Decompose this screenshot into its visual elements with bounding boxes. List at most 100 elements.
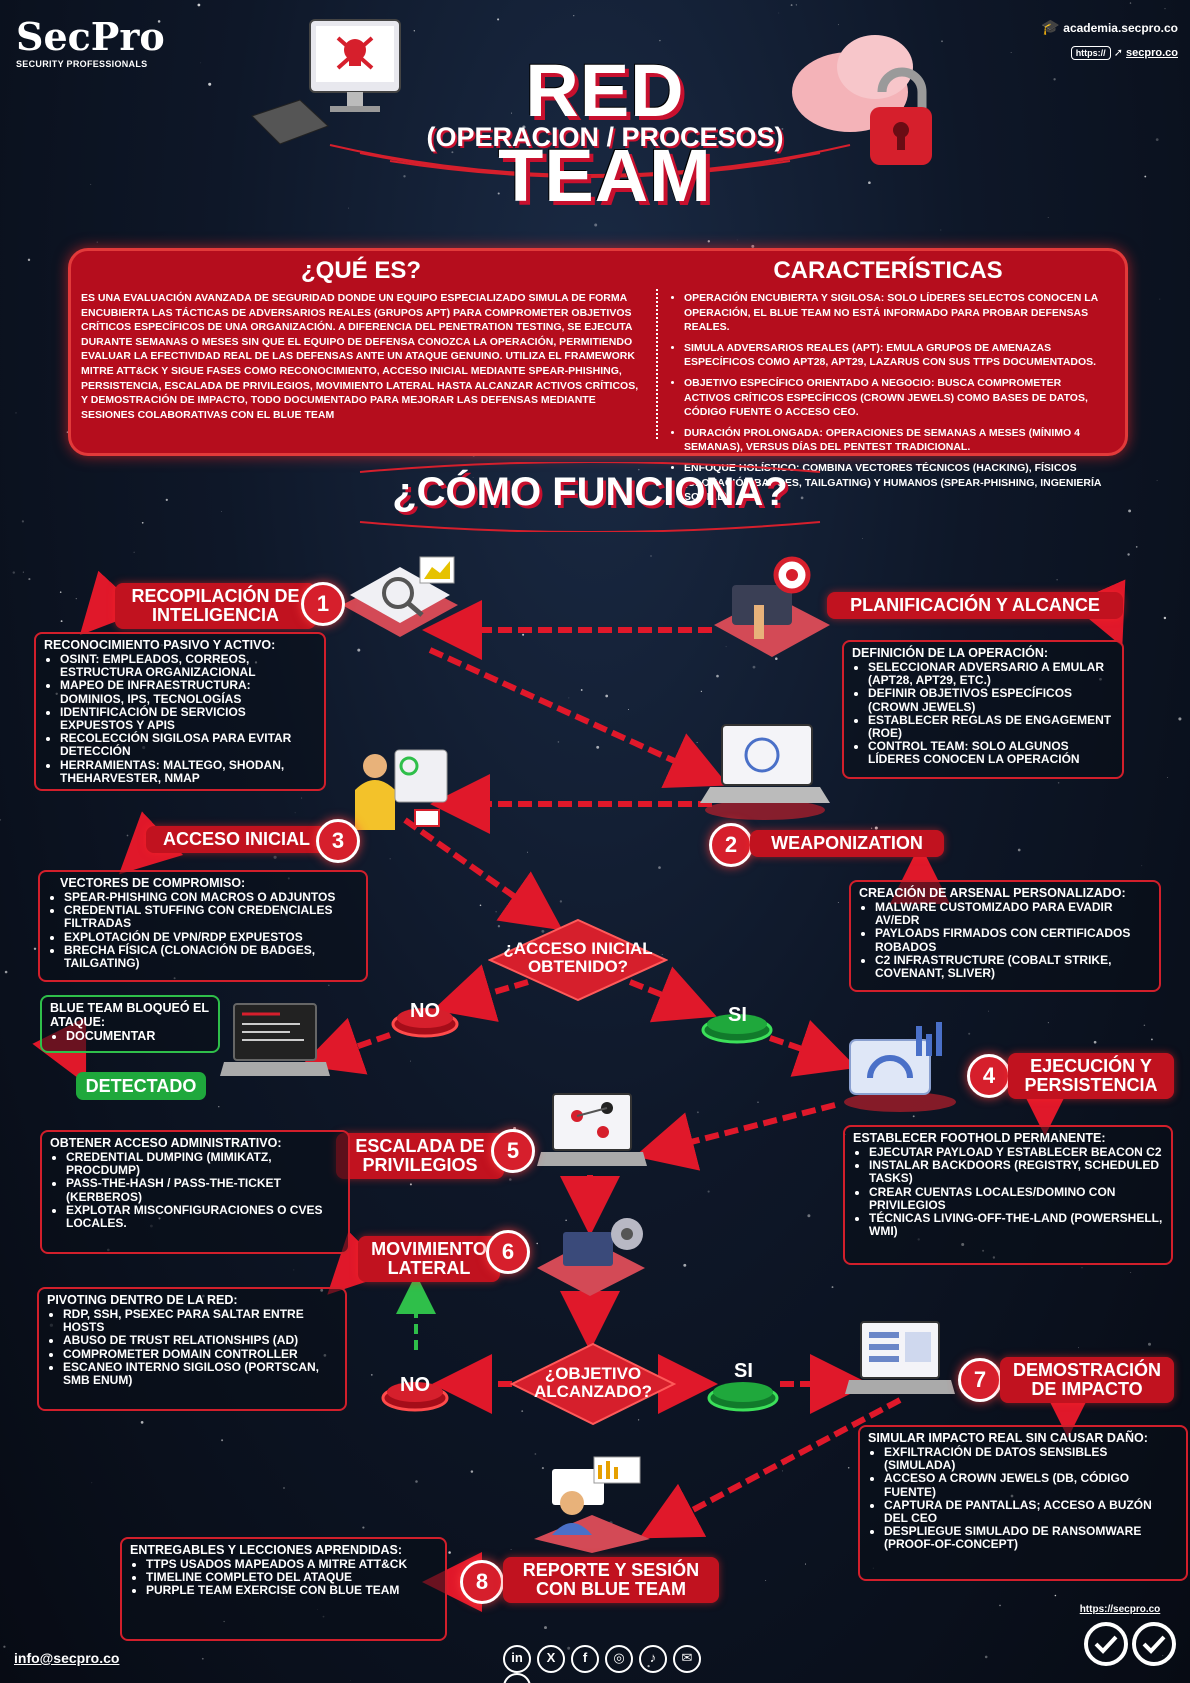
star <box>912 1115 915 1118</box>
page-title: RED TEAM <box>498 49 712 217</box>
intro-panel: ¿QUÉ ES? ES UNA EVALUACIÓN AVANZADA DE S… <box>68 248 1128 503</box>
what-title: ¿QUÉ ES? <box>300 257 421 284</box>
academy-link-text: academia.secpro.co <box>1063 21 1178 35</box>
header-glow-arcs <box>329 144 851 178</box>
star <box>157 20 161 23</box>
star <box>1130 1272 1132 1274</box>
star <box>27 258 31 262</box>
star <box>1128 509 1132 513</box>
step-5-number: 5 <box>491 1129 535 1173</box>
star <box>999 1604 1001 1607</box>
decision-2-question: ¿OBJETIVO ALCANZADO? <box>533 1364 653 1401</box>
star <box>868 181 871 185</box>
star <box>716 674 719 678</box>
list-item: SPEAR-PHISHING CON MACROS O ADJUNTOS <box>64 890 358 904</box>
arrow-label6-to-box <box>327 1231 391 1295</box>
step-1-box: RECONOCIMIENTO PASIVO Y ACTIVO: OSINT: E… <box>34 632 326 791</box>
graduation-cap-icon: 🎓 <box>1041 19 1060 36</box>
blocked-list: DOCUMENTAR <box>50 1029 210 1043</box>
cursor-icon: ➚ <box>1113 47 1123 59</box>
site-link[interactable]: https:// ➚ secpro.co <box>1018 46 1178 60</box>
list-item: INSTALAR BACKDOORS (REGISTRY, SCHEDULED … <box>869 1159 1163 1186</box>
list-item: DEFINIR OBJETIVOS ESPECÍFICOS (CROWN JEW… <box>868 687 1114 714</box>
top-links: 🎓 academia.secpro.co https:// ➚ secpro.c… <box>1018 18 1178 60</box>
yes-label-2: SI <box>734 1360 753 1382</box>
footer-email[interactable]: info@secpro.co <box>14 1650 120 1666</box>
instagram-icon[interactable]: ◎ <box>605 1645 633 1673</box>
star <box>201 1657 204 1660</box>
x-icon[interactable]: X <box>537 1645 565 1673</box>
list-item: TIMELINE COMPLETO DEL ATAQUE <box>146 1571 437 1584</box>
step-2-label: WEAPONIZATION <box>750 830 944 857</box>
list-item: ABUSO DE TRUST RELATIONSHIPS (AD) <box>63 1334 337 1347</box>
target-planning-icon <box>714 556 830 657</box>
star <box>736 239 738 241</box>
star <box>580 689 583 691</box>
step-3-box-title: VECTORES DE COMPROMISO: <box>60 876 246 890</box>
star <box>472 477 474 479</box>
star <box>661 954 663 955</box>
footer-site-link[interactable]: https://secpro.co <box>1079 1604 1161 1615</box>
step-4-number: 4 <box>967 1054 1011 1098</box>
github-icon[interactable]: ● <box>503 1673 531 1683</box>
star <box>140 1421 144 1424</box>
star <box>871 827 873 829</box>
star <box>1143 1024 1146 1027</box>
list-item: EJECUTAR PAYLOAD Y ESTABLECER BEACON C2 <box>869 1145 1163 1159</box>
facebook-icon[interactable]: f <box>571 1645 599 1673</box>
star <box>1047 1022 1049 1024</box>
star <box>301 797 303 799</box>
star <box>348 207 350 209</box>
list-item: DOCUMENTAR <box>66 1029 210 1043</box>
star <box>1156 480 1158 482</box>
star <box>781 127 784 130</box>
detected-badge: DETECTADO <box>76 1072 206 1100</box>
step-8-box: ENTREGABLES Y LECCIONES APRENDIDAS: TTPS… <box>120 1537 447 1641</box>
academy-link[interactable]: 🎓 academia.secpro.co <box>1018 18 1178 36</box>
privilege-laptop-icon <box>537 1093 647 1166</box>
no-pad-1 <box>391 1008 459 1038</box>
star <box>1056 579 1058 581</box>
star <box>874 826 878 830</box>
what-section: ¿QUÉ ES? ES UNA EVALUACIÓN AVANZADA DE S… <box>81 257 641 422</box>
star <box>200 62 202 64</box>
star <box>1163 616 1167 620</box>
star <box>12 571 16 574</box>
step-5-box-title: OBTENER ACCESO ADMINISTRATIVO: <box>50 1136 282 1150</box>
star <box>775 657 778 660</box>
star <box>683 1263 687 1267</box>
star <box>133 551 135 553</box>
chat-icon[interactable]: ✉ <box>673 1645 701 1673</box>
step-2-box: CREACIÓN DE ARSENAL PERSONALIZADO: MALWA… <box>849 880 1161 992</box>
step-8-number: 8 <box>460 1560 504 1604</box>
star <box>389 858 391 860</box>
star <box>807 1214 811 1218</box>
star <box>0 819 2 821</box>
star <box>700 690 703 693</box>
star <box>557 741 560 743</box>
star <box>968 1032 971 1035</box>
blocked-title: BLUE TEAM BLOQUEÓ EL ATAQUE: <box>50 1001 209 1029</box>
tiktok-icon[interactable]: ♪ <box>639 1645 667 1673</box>
decision-2-diamond <box>510 1342 676 1426</box>
star <box>778 12 780 14</box>
star <box>15 412 17 414</box>
linkedin-icon[interactable]: in <box>503 1645 531 1673</box>
step-7-label: DEMOSTRACIÓN DE IMPACTO <box>1000 1357 1174 1403</box>
star <box>790 4 793 7</box>
star <box>293 1269 295 1271</box>
star <box>1081 1267 1083 1269</box>
what-text: ES UNA EVALUACIÓN AVANZADA DE SEGURIDAD … <box>81 292 639 421</box>
list-item: ESCANEO INTERNO SIGILOSO (PORTSCAN, SMB … <box>63 1360 337 1387</box>
list-item: CONTROL TEAM: SOLO ALGUNOS LÍDERES CONOC… <box>868 740 1114 767</box>
list-item: EXFILTRACIÓN DE DATOS SENSIBLES (SIMULAD… <box>884 1445 1178 1472</box>
star <box>941 40 943 43</box>
star <box>984 1655 988 1659</box>
star <box>511 112 513 114</box>
star <box>218 1106 220 1108</box>
step-5-list: CREDENTIAL DUMPING (MIMIKATZ, PROCDUMP) … <box>50 1150 340 1230</box>
star <box>415 1480 418 1483</box>
star <box>1053 78 1056 81</box>
star <box>370 1374 373 1376</box>
